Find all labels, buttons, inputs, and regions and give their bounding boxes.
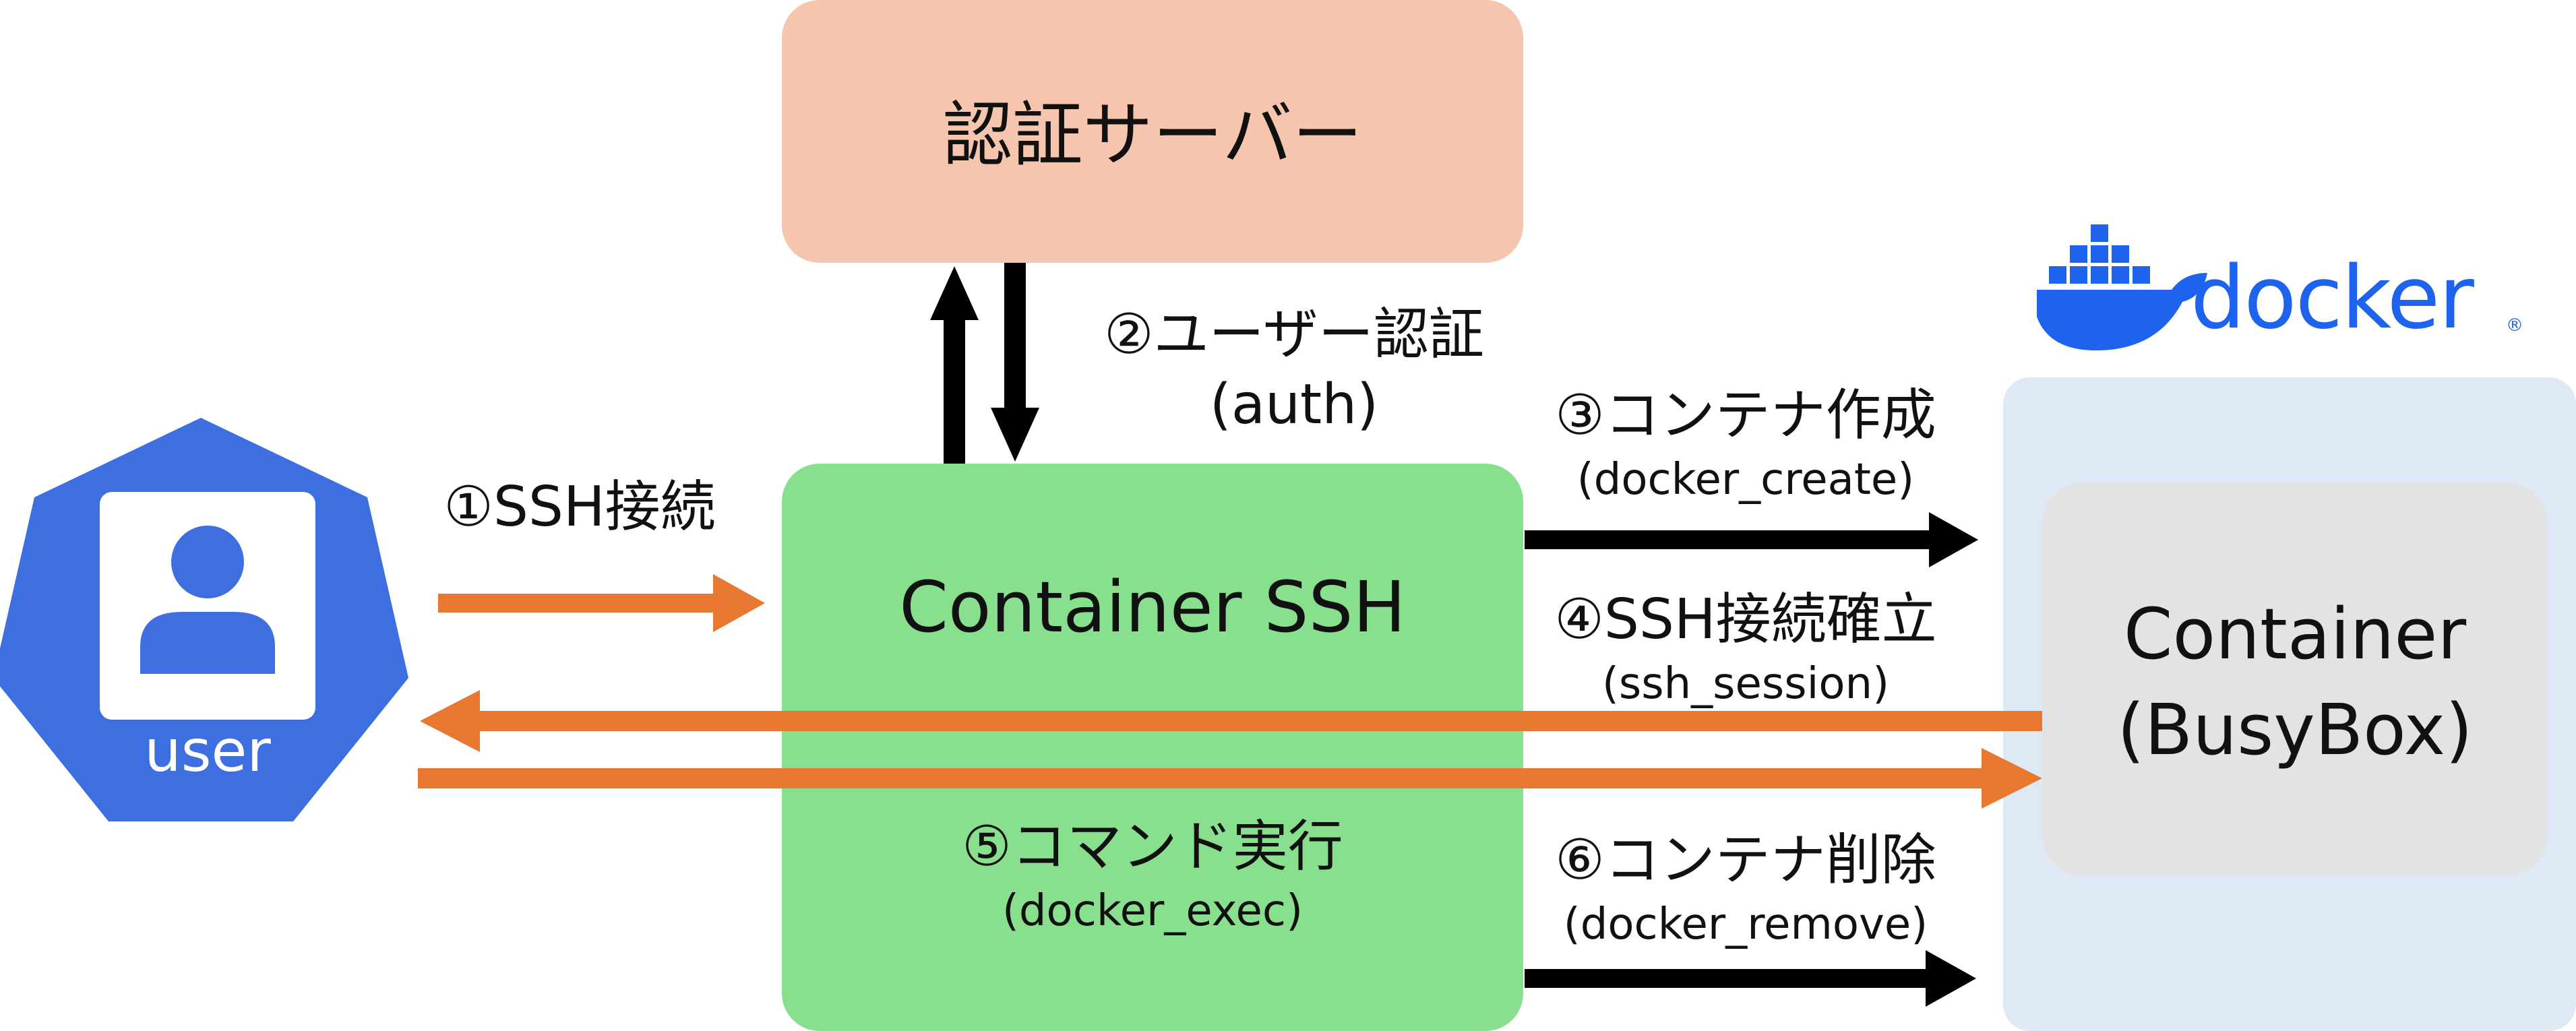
- create-arrow: [1525, 512, 1978, 567]
- step6-title: ⑥コンテナ削除: [1555, 828, 1936, 892]
- step2-sub: (auth): [1209, 373, 1379, 437]
- busybox-container-box: [2042, 482, 2548, 876]
- step2-title: ②ユーザー認証: [1104, 303, 1484, 367]
- step1-title: ①SSH接続: [443, 475, 716, 539]
- container-label: Container (BusyBox): [2042, 586, 2548, 778]
- auth-server-label: 認証サーバー: [942, 94, 1363, 176]
- step3-sub: (docker_create): [1576, 455, 1915, 505]
- step4-title: ④SSH接続確立: [1554, 588, 1937, 652]
- step1-label: ①SSH接続: [431, 472, 728, 543]
- step3-title: ③コンテナ作成: [1555, 383, 1936, 447]
- auth-down-arrow: [991, 263, 1039, 462]
- step5-title: ⑤コマンド実行: [962, 815, 1343, 879]
- docker-whale-icon: [2037, 224, 2207, 350]
- docker-registered-mark: ®: [2506, 315, 2523, 336]
- step6-label: ⑥コンテナ削除 (docker_remove): [1543, 825, 1948, 954]
- session-send-arrow: [418, 748, 2042, 809]
- step6-sub: (docker_remove): [1563, 900, 1928, 949]
- container-label-line2: (BusyBox): [2117, 689, 2473, 771]
- container-label-line1: Container: [2123, 593, 2467, 675]
- ssh-connect-arrow: [438, 574, 765, 632]
- auth-up-arrow: [930, 266, 979, 464]
- step5-label: ⑤コマンド実行 (docker_exec): [917, 812, 1388, 940]
- container-ssh-label: Container SSH: [899, 566, 1406, 648]
- user-label: user: [144, 718, 271, 785]
- user-icon: [0, 418, 408, 821]
- session-return-arrow: [420, 690, 2042, 752]
- step5-sub: (docker_exec): [1002, 886, 1304, 936]
- step2-label: ②ユーザー認証 (auth): [1078, 300, 1510, 440]
- docker-wordmark: docker: [2190, 248, 2474, 348]
- remove-arrow: [1525, 950, 1976, 1007]
- step4-label: ④SSH接続確立 (ssh_session): [1543, 585, 1948, 713]
- container-ssh-box: [782, 464, 1523, 1031]
- step3-label: ③コンテナ作成 (docker_create): [1543, 381, 1948, 509]
- auth-server-box: [782, 0, 1523, 263]
- step4-sub: (ssh_session): [1601, 659, 1890, 709]
